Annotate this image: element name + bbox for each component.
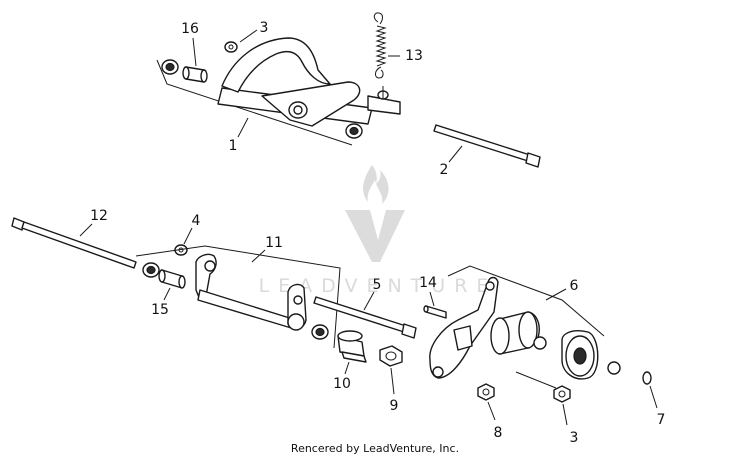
idler-bracket-assembly-6 <box>429 265 621 389</box>
callout-4: 4 <box>192 213 201 229</box>
bolt-12 <box>11 217 137 269</box>
retaining-ring-7 <box>642 371 652 385</box>
washer-3-top <box>224 41 238 53</box>
callout-7: 7 <box>657 412 666 428</box>
nut-9 <box>379 345 403 367</box>
sleeve-16 <box>182 66 208 83</box>
callout-2: 2 <box>440 162 449 178</box>
callout-13: 13 <box>405 48 423 64</box>
bolt-5 <box>313 296 417 339</box>
callout-15: 15 <box>151 302 169 318</box>
spacer-10 <box>337 330 367 363</box>
callout-6: 6 <box>570 278 579 294</box>
callout-12: 12 <box>90 208 108 224</box>
callout-11: 11 <box>265 235 283 251</box>
callout-labels: 1 2 3 3 4 5 6 7 8 9 10 11 12 13 14 15 16 <box>90 20 665 446</box>
nut-3-lower <box>553 385 571 403</box>
nut-8 <box>477 383 495 401</box>
bolt-2 <box>433 124 541 168</box>
callout-1: 1 <box>229 138 238 154</box>
callout-14: 14 <box>419 275 437 291</box>
callout-8: 8 <box>494 425 503 441</box>
spring-13 <box>373 12 387 79</box>
watermark-logo: LEADVENTURE <box>259 165 498 297</box>
callout-5: 5 <box>373 277 382 293</box>
sleeve-15 <box>158 269 186 289</box>
footer-credit: Rencered by LeadVenture, Inc. <box>291 442 459 455</box>
callout-9: 9 <box>390 398 399 414</box>
callout-3-bottom: 3 <box>570 430 579 446</box>
callout-16: 16 <box>181 21 199 37</box>
callout-10: 10 <box>333 376 351 392</box>
bracket-assembly-11 <box>135 245 341 349</box>
leader-lines <box>79 29 658 426</box>
watermark-text: LEADVENTURE <box>259 275 498 297</box>
callout-3-top: 3 <box>260 20 269 36</box>
pin-14 <box>423 305 447 319</box>
upper-pivot-arm-assembly <box>156 37 401 146</box>
